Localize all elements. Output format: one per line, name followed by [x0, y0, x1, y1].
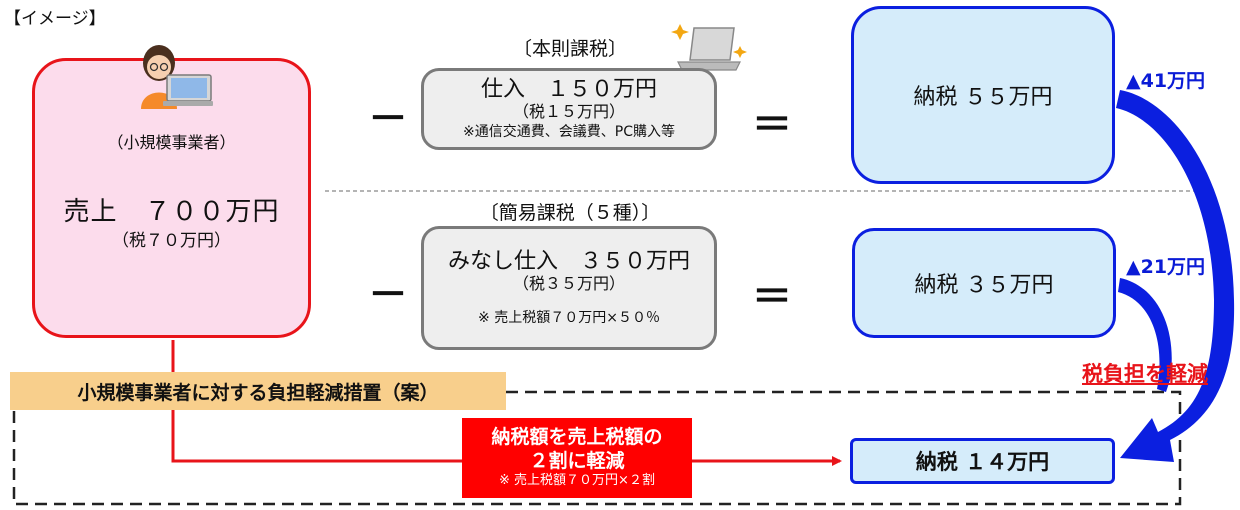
badge-line1: 納税額を売上税額の	[491, 425, 663, 448]
honsoku-purchase: 仕入 １５０万円	[480, 76, 657, 102]
reduction-21: ▲21万円	[1126, 256, 1206, 278]
kani-purchase: みなし仕入 ３５０万円	[447, 248, 690, 274]
kani-heading: 〔簡易課税（５種）〕	[479, 202, 661, 224]
sparkling-laptop-icon	[671, 24, 747, 71]
kani-purchase-box: みなし仕入 ３５０万円 （税３５万円） ※ 売上税額７０万円×５０％	[421, 226, 717, 350]
result-honsoku-tax: 納税 ５５万円	[913, 85, 1053, 110]
reduction-badge: 納税額を売上税額の ２割に軽減 ※ 売上税額７０万円×２割	[462, 418, 692, 498]
honsoku-tax: （税１５万円）	[512, 102, 625, 122]
result-proposal-tax: 納税 １４万円	[915, 450, 1050, 474]
equals-operator-kani: ＝	[752, 274, 792, 320]
page-label: 【イメージ】	[4, 9, 106, 29]
equals-operator-honsoku: ＝	[752, 102, 792, 148]
badge-line2: ２割に軽減	[529, 449, 625, 472]
measure-dashed-frame	[12, 390, 1182, 506]
honsoku-purchase-box: 仕入 １５０万円 （税１５万円） ※通信交通費、会議費、PC購入等	[421, 68, 717, 150]
measure-label: 小規模事業者に対する負担軽減措置（案）	[10, 372, 506, 410]
person-with-laptop-icon	[141, 45, 213, 109]
kani-tax: （税３５万円）	[512, 274, 625, 294]
badge-note: ※ 売上税額７０万円×２割	[499, 473, 655, 489]
result-honsoku-box: 納税 ５５万円	[851, 6, 1115, 184]
seller-sales: 売上 ７００万円	[63, 197, 280, 227]
tax-burden-reduction-label: 税負担を軽減	[1082, 362, 1208, 386]
seller-box: （小規模事業者） 売上 ７００万円 （税７０万円）	[32, 45, 311, 338]
result-kani-box: 納税 ３５万円	[852, 228, 1116, 338]
kani-note: ※ 売上税額７０万円×５０％	[478, 309, 660, 326]
honsoku-heading: 〔本則課税〕	[512, 38, 627, 60]
reduction-41: ▲41万円	[1126, 70, 1206, 92]
blue-curve-arrow-large	[1116, 90, 1235, 462]
seller-role: （小規模事業者）	[107, 133, 236, 152]
result-proposal-box: 納税 １４万円	[850, 438, 1115, 484]
minus-operator-honsoku: －	[368, 96, 408, 142]
minus-operator-kani: －	[368, 272, 408, 318]
result-kani-tax: 納税 ３５万円	[914, 273, 1054, 298]
blue-curve-arrow-small	[1118, 278, 1172, 392]
seller-sales-tax: （税７０万円）	[112, 231, 231, 251]
honsoku-note: ※通信交通費、会議費、PC購入等	[463, 123, 675, 140]
